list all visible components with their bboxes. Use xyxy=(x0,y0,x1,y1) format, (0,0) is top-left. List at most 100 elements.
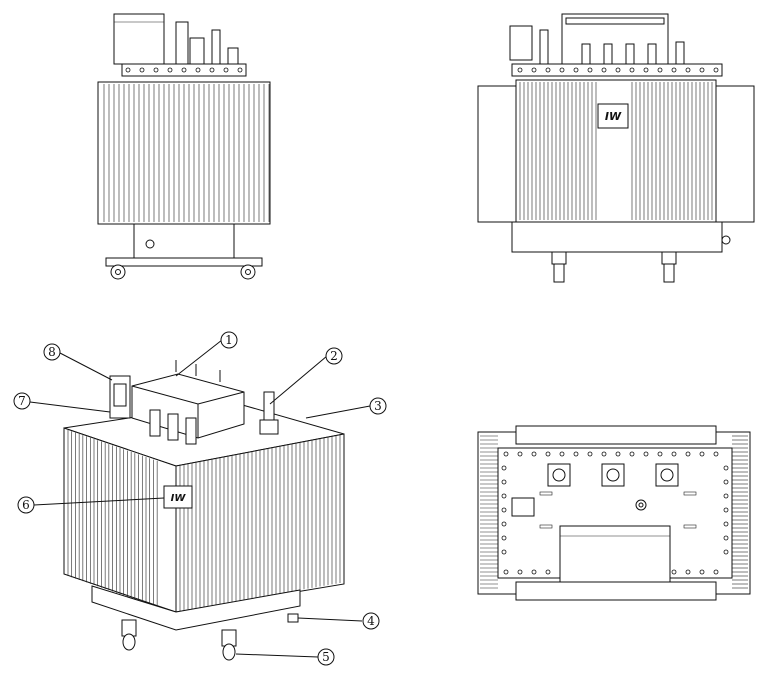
oil-level-gauge xyxy=(509,25,533,61)
hv-terminal xyxy=(149,409,161,437)
top-radiator xyxy=(515,425,717,445)
fin-lines xyxy=(519,82,713,220)
callout-5-circle xyxy=(317,648,335,666)
hv-bushings xyxy=(547,463,679,487)
bolt xyxy=(501,521,507,527)
bolt xyxy=(545,451,551,457)
cover-box-lid xyxy=(565,17,665,25)
hv-bushing-center xyxy=(552,468,566,482)
bolt xyxy=(545,569,551,575)
bolt xyxy=(723,535,729,541)
oil-level-gauge xyxy=(511,497,535,517)
bolt xyxy=(713,451,719,457)
hv-bushing xyxy=(581,43,591,65)
rw-logo-mark: IW xyxy=(605,110,622,123)
bolt xyxy=(503,569,509,575)
bolt xyxy=(699,569,705,575)
slot xyxy=(683,491,697,496)
callout-1-circle xyxy=(220,331,238,349)
bolt xyxy=(517,67,523,73)
callout-8-circle xyxy=(43,343,61,361)
tank-body xyxy=(515,79,717,223)
bolt xyxy=(713,67,719,73)
terminal-box xyxy=(113,13,165,65)
bolt xyxy=(501,507,507,513)
wheel xyxy=(122,633,136,651)
bolt xyxy=(643,67,649,73)
leader-5 xyxy=(235,653,319,658)
hv-terminal xyxy=(167,413,179,441)
valve-block xyxy=(189,37,205,65)
hv-bushing-center xyxy=(606,468,620,482)
lv-bushing xyxy=(539,29,549,65)
callout-7: 7 xyxy=(18,394,26,408)
rw-logo-mark: IW xyxy=(171,493,187,504)
side-view xyxy=(97,13,271,280)
bottom-radiator xyxy=(515,581,717,601)
caster-mount xyxy=(661,251,677,265)
bolt xyxy=(601,451,607,457)
bolt xyxy=(699,67,705,73)
breather xyxy=(175,21,189,65)
callout-2-circle xyxy=(325,347,343,365)
slot xyxy=(539,491,553,496)
leader-4 xyxy=(297,617,363,622)
bolt xyxy=(657,67,663,73)
lv-bushing xyxy=(675,41,685,65)
bolt xyxy=(125,67,131,73)
slot xyxy=(539,524,553,529)
callouts: 1 2 3 4 5 6 7 8 xyxy=(13,331,387,666)
bolt xyxy=(629,451,635,457)
bolt xyxy=(615,67,621,73)
bolt xyxy=(501,493,507,499)
bolt xyxy=(531,451,537,457)
bolt xyxy=(699,451,705,457)
bolt xyxy=(153,67,159,73)
bolt xyxy=(723,549,729,555)
bushing-cover-box xyxy=(559,525,671,583)
bolt xyxy=(501,465,507,471)
cover-bolts xyxy=(125,67,243,73)
bolt xyxy=(181,67,187,73)
bolt xyxy=(601,67,607,73)
bushing xyxy=(211,29,221,65)
top-view xyxy=(477,425,751,601)
fin-lines xyxy=(67,430,341,611)
bolt xyxy=(223,67,229,73)
cover-bolts xyxy=(517,67,719,73)
wheel xyxy=(663,263,675,283)
bolt xyxy=(587,451,593,457)
hv-bushing xyxy=(547,463,571,487)
slot xyxy=(683,524,697,529)
bolt xyxy=(139,67,145,73)
drain-valve xyxy=(145,239,155,249)
bolt xyxy=(657,451,663,457)
caster-mount xyxy=(551,251,567,265)
left-radiator xyxy=(477,85,517,223)
base-rail xyxy=(105,257,263,267)
leader-1 xyxy=(175,339,223,377)
bolt xyxy=(615,451,621,457)
wheel-hub xyxy=(115,269,121,275)
hv-bushing xyxy=(601,463,625,487)
bolt xyxy=(559,451,565,457)
bolt xyxy=(531,67,537,73)
callout-2: 2 xyxy=(330,349,338,363)
hv-bushing-center xyxy=(660,468,674,482)
wheel-hub xyxy=(245,269,251,275)
bolt xyxy=(723,507,729,513)
callout-4: 4 xyxy=(367,614,375,628)
base-frame xyxy=(511,221,723,253)
bolt xyxy=(517,451,523,457)
leader-2 xyxy=(269,355,328,405)
callout-4-circle xyxy=(362,612,380,630)
bolt xyxy=(685,569,691,575)
callout-3-circle xyxy=(369,397,387,415)
callout-1: 1 xyxy=(225,333,233,347)
bolt xyxy=(501,535,507,541)
logo-plate xyxy=(597,103,629,129)
callout-5: 5 xyxy=(322,650,330,664)
bolt xyxy=(671,569,677,575)
